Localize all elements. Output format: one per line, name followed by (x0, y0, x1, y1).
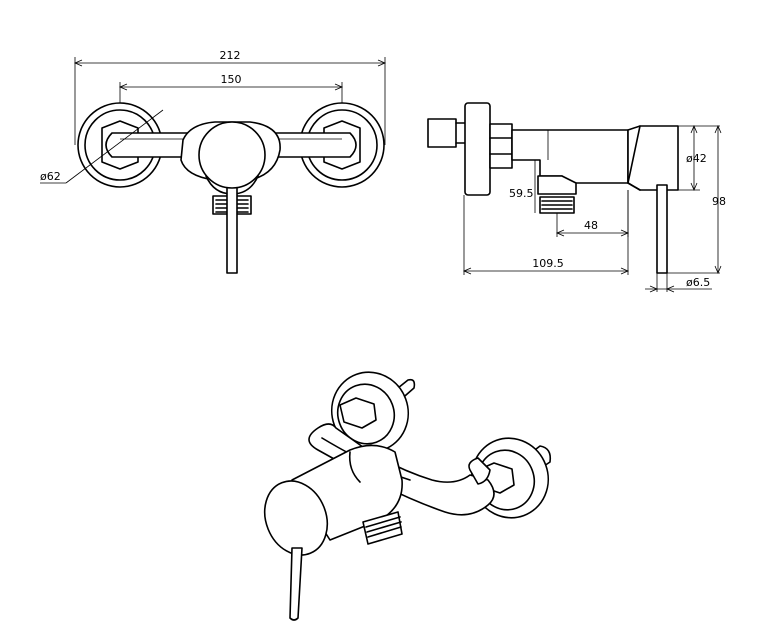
dim-inlet-centers: 150 (221, 73, 242, 86)
iso-lever (289, 547, 303, 621)
dim-projection: 109.5 (532, 257, 564, 270)
dim-outlet-height: 59.5 (509, 187, 534, 200)
front-view: 212 150 ø62 (40, 49, 387, 274)
side-inlet-stub (427, 118, 457, 148)
side-hex-nut (489, 123, 513, 169)
isometric-view (263, 371, 552, 621)
front-lever (226, 185, 238, 274)
dim-body-diameter: ø42 (686, 152, 707, 165)
side-flange (464, 102, 491, 196)
dim-flange-diameter: ø62 (40, 170, 61, 183)
dim-lever-diameter: ø6.5 (686, 276, 710, 289)
side-handle-cap (627, 125, 679, 191)
dim-outlet-offset: 48 (584, 219, 598, 232)
side-body (511, 129, 629, 184)
iso-handle-cap (263, 480, 329, 556)
iso-left-hex-nut (339, 397, 377, 429)
side-lever (656, 184, 668, 274)
side-view: ø42 98 59.5 48 109.5 ø6.5 (427, 102, 726, 293)
handle-cap (198, 121, 266, 189)
dim-height: 98 (712, 195, 726, 208)
dim-overall-width: 212 (220, 49, 241, 62)
